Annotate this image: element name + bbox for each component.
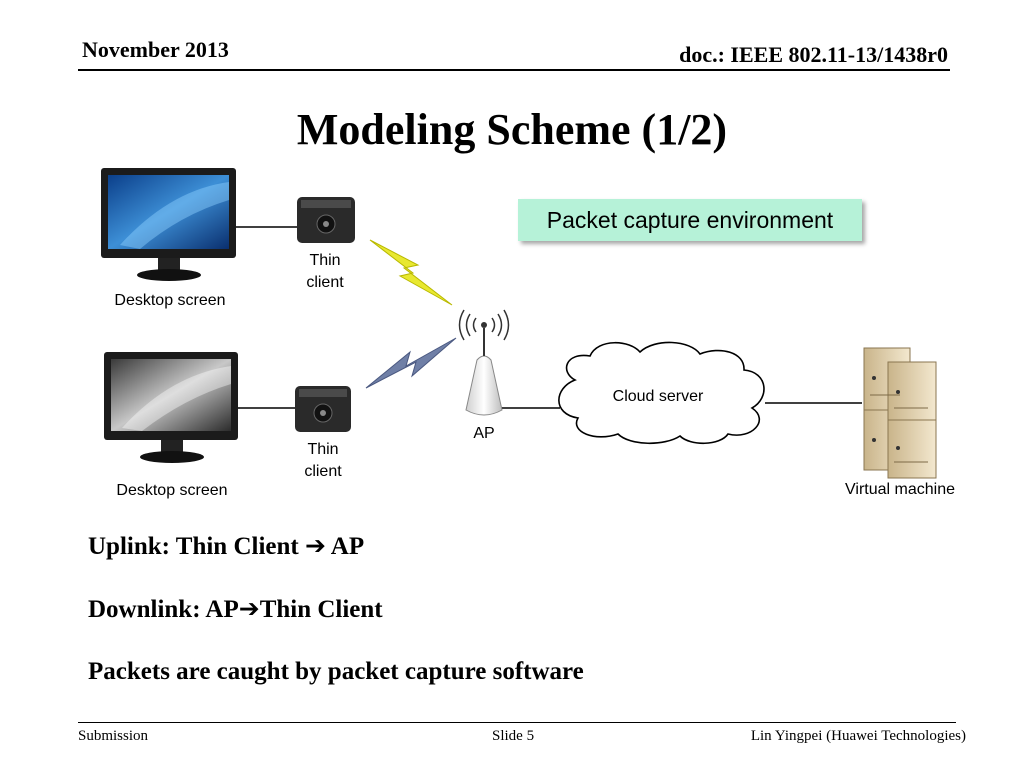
access-point-icon xyxy=(458,309,510,416)
desktop-screen-bottom-label: Desktop screen xyxy=(116,482,228,499)
downlink-line: Downlink: AP➔Thin Client xyxy=(88,594,383,624)
footer-submission: Submission xyxy=(78,728,149,744)
lightning-bottom-icon xyxy=(365,337,457,389)
header-divider xyxy=(78,69,950,71)
desktop-screen-top-label: Desktop screen xyxy=(114,292,226,309)
virtual-machine-servers-icon xyxy=(863,347,937,479)
footer-divider xyxy=(78,722,956,723)
right-arrow-icon: ➔ xyxy=(304,531,326,560)
downlink-prefix: Downlink: AP xyxy=(88,596,239,623)
thin-client-top-label-line1: Thin xyxy=(309,252,341,269)
header-date: November 2013 xyxy=(82,37,229,62)
right-arrow-icon: ➔ xyxy=(238,594,260,623)
footer-slide-number: Slide 5 xyxy=(492,728,535,744)
ap-label: AP xyxy=(473,425,495,442)
thin-client-top-icon xyxy=(297,197,355,243)
header-doc-id: doc.: IEEE 802.11-13/1438r0 xyxy=(679,42,948,67)
thin-client-bottom-label: Thin client xyxy=(293,439,353,483)
cloud-server-label: Cloud server xyxy=(612,388,704,405)
desktop-monitor-top-icon xyxy=(101,168,236,281)
thin-client-top-label: Thin client xyxy=(295,250,355,294)
thin-client-bottom-label-line1: Thin xyxy=(307,441,339,458)
desktop-monitor-bottom-icon xyxy=(104,352,238,463)
lightning-top-icon xyxy=(369,239,453,306)
thin-client-top-label-line2: client xyxy=(306,274,344,291)
packet-capture-environment-label: Packet capture environment xyxy=(546,206,834,233)
uplink-line: Uplink: Thin Client ➔ AP xyxy=(88,531,364,561)
thin-client-bottom-icon xyxy=(295,386,351,432)
virtual-machine-label: Virtual machine xyxy=(845,481,955,498)
connection-lines xyxy=(236,226,862,409)
cloud-server-icon xyxy=(558,341,765,445)
uplink-prefix: Uplink: Thin Client xyxy=(88,533,305,560)
slide-title: Modeling Scheme (1/2) xyxy=(296,105,728,154)
footer-author: Lin Yingpei (Huawei Technologies) xyxy=(750,728,966,744)
uplink-suffix: AP xyxy=(325,533,365,560)
capture-line: Packets are caught by packet capture sof… xyxy=(88,658,584,685)
packet-capture-environment-box: Packet capture environment xyxy=(518,199,862,241)
thin-client-bottom-label-line2: client xyxy=(304,463,342,480)
downlink-suffix: Thin Client xyxy=(259,596,383,623)
